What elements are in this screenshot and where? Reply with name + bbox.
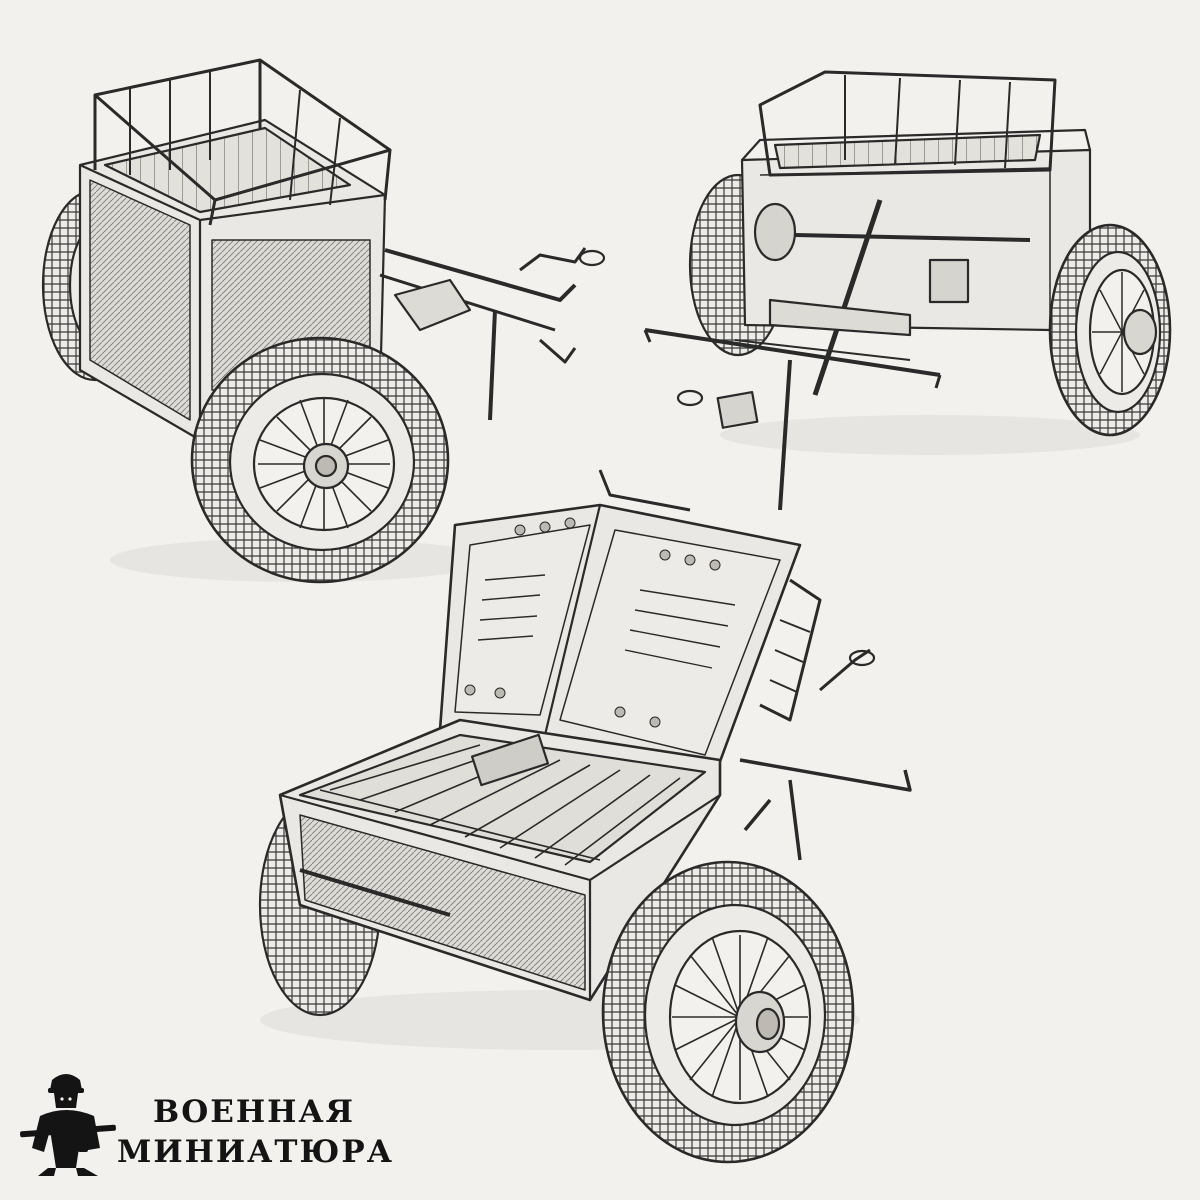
trailer-open-lid-view — [258, 469, 912, 1164]
trailer-side-view — [41, 58, 606, 584]
brand-line-1: ВОЕННАЯ — [153, 1094, 355, 1130]
soldier-with-rifle-icon — [20, 1074, 116, 1176]
brand-line-2: МИНИАТЮРА — [117, 1134, 394, 1170]
brand-logo-text: ВОЕННАЯ МИНИАТЮРА — [117, 1092, 392, 1172]
trailer-rear-view — [643, 70, 1172, 511]
